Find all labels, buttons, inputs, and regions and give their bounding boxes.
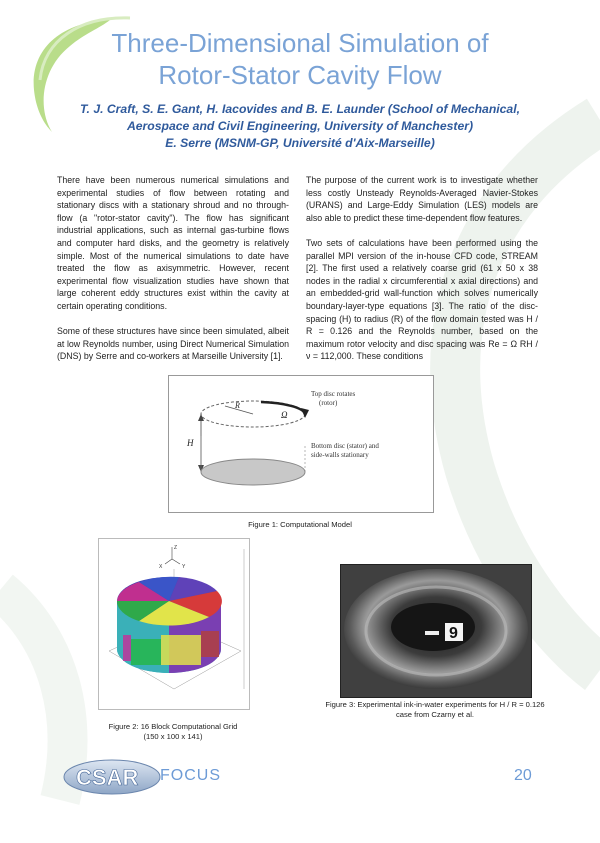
figure-3-experiment-photo: 9 bbox=[340, 564, 532, 698]
body-column-right: The purpose of the current work is to in… bbox=[306, 174, 538, 376]
paragraph: Some of these structures have since been… bbox=[57, 326, 289, 362]
page-number: 20 bbox=[514, 767, 532, 784]
figure-1-diagram: R H Ω Top disc rotates (rotor) Bottom di… bbox=[186, 390, 379, 486]
stator-label: Bottom disc (stator) and bbox=[311, 442, 379, 450]
authors-line-2: Aerospace and Civil Engineering, Univers… bbox=[126, 119, 474, 133]
rotor-label: Top disc rotates bbox=[311, 390, 355, 398]
paragraph: The purpose of the current work is to in… bbox=[306, 175, 538, 223]
paragraph: Two sets of calculations have been perfo… bbox=[306, 237, 538, 362]
page-title: Three-Dimensional Simulation of Rotor-St… bbox=[60, 27, 540, 91]
omega-label: Ω bbox=[281, 410, 288, 420]
figure-2-grid-render: Z X Y bbox=[108, 545, 245, 690]
figure-2-caption: Figure 2: 16 Block Computational Grid (1… bbox=[80, 722, 266, 742]
paragraph: There have been numerous numerical simul… bbox=[57, 175, 289, 311]
figure-1-computational-model: R H Ω Top disc rotates (rotor) Bottom di… bbox=[168, 375, 434, 513]
height-label: H bbox=[186, 438, 194, 448]
figure-2-computational-grid: Z X Y bbox=[98, 538, 250, 710]
axis-x-label: X bbox=[159, 564, 163, 570]
axis-z-label: Z bbox=[174, 545, 177, 551]
body-column-left: There have been numerous numerical simul… bbox=[57, 174, 289, 376]
title-line-1: Three-Dimensional Simulation of bbox=[111, 28, 489, 58]
axis-y-label: Y bbox=[182, 564, 186, 570]
title-line-2: Rotor-Stator Cavity Flow bbox=[158, 60, 442, 90]
footer-focus-label: FOCUS bbox=[160, 767, 221, 784]
figure-3-caption: Figure 3: Experimental ink-in-water expe… bbox=[305, 700, 565, 720]
stator-sublabel: side-walls stationary bbox=[311, 451, 369, 459]
radius-label: R bbox=[234, 401, 240, 410]
corner-swoosh bbox=[33, 16, 131, 132]
figure-3-caption-line-1: Figure 3: Experimental ink-in-water expe… bbox=[325, 700, 545, 709]
logo-text: CSAR bbox=[76, 765, 138, 790]
figure-1-caption: Figure 1: Computational Model bbox=[248, 520, 352, 529]
authors-line-3: E. Serre (MSNM-GP, Université d'Aix-Mars… bbox=[165, 136, 435, 150]
figure-3-photo-render: 9 bbox=[341, 565, 531, 697]
figure-3-caption-line-2: case from Czarny et al. bbox=[395, 710, 475, 719]
figure-2-caption-line-1: Figure 2: 16 Block Computational Grid bbox=[108, 722, 238, 731]
authors-line-1: T. J. Craft, S. E. Gant, H. Iacovides an… bbox=[80, 102, 520, 116]
authors-block: T. J. Craft, S. E. Gant, H. Iacovides an… bbox=[40, 101, 560, 152]
figure-2-caption-line-2: (150 x 100 x 141) bbox=[143, 732, 203, 741]
rotor-sublabel: (rotor) bbox=[319, 399, 338, 407]
photo-marker-number: 9 bbox=[449, 625, 458, 642]
csar-logo: CSAR bbox=[63, 759, 161, 795]
